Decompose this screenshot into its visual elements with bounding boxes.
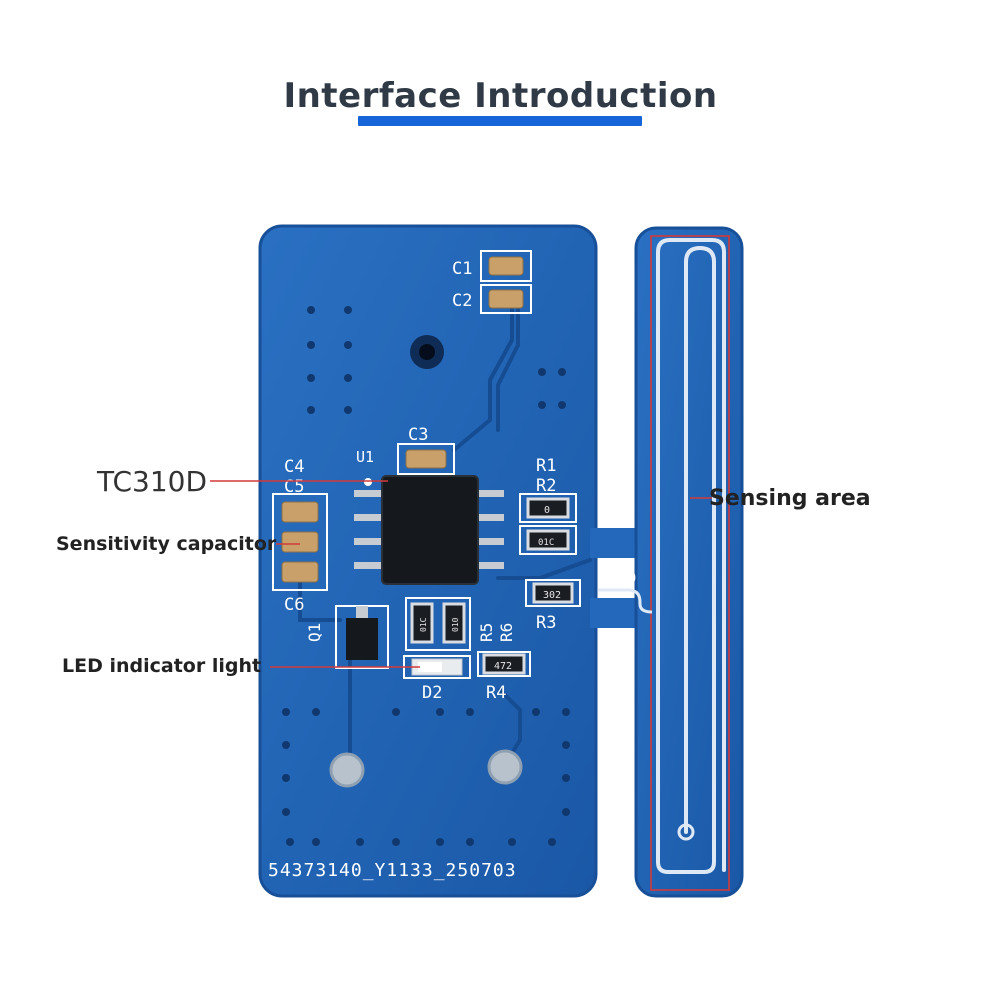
c6-capacitor	[281, 561, 319, 583]
callout-sensing-area: Sensing area	[709, 486, 871, 511]
u1-chip-body	[381, 475, 479, 585]
c2-outline	[480, 284, 532, 314]
r3-resistor	[532, 582, 574, 604]
silk-u1: U1	[356, 448, 374, 466]
title-underline	[358, 116, 642, 126]
sensing-area-outline	[650, 235, 730, 891]
callout-chip: TC310D	[97, 465, 208, 498]
r2-outline	[519, 525, 577, 555]
silk-r5: R5	[477, 623, 496, 642]
c3-outline	[397, 443, 455, 475]
sensing-electrode	[656, 238, 726, 874]
silk-r1: R1	[536, 456, 556, 476]
silk-r6: R6	[497, 623, 516, 642]
u1-pins-left	[354, 490, 384, 569]
pad-trace	[598, 588, 653, 614]
test-point-right	[487, 749, 523, 785]
r5-r6-outline	[405, 597, 471, 651]
c4-c6-outline	[272, 493, 328, 591]
silk-serial: 54373140_Y1133_250703	[268, 860, 517, 881]
silk-c5: C5	[284, 477, 304, 497]
r2-value: 01C	[538, 538, 554, 548]
u1-pins-right	[474, 490, 504, 569]
silk-c4: C4	[284, 457, 304, 477]
r4-outline	[477, 651, 531, 677]
mounting-hole-inner	[419, 344, 435, 360]
u1-pin1-dot	[364, 478, 372, 486]
silk-c6: C6	[284, 595, 304, 615]
sensing-pad-strip	[634, 226, 744, 898]
c3-capacitor	[405, 449, 447, 469]
silk-pad: PAD	[604, 568, 637, 589]
callout-led-indicator: LED indicator light	[62, 655, 262, 677]
silk-r3: R3	[536, 613, 556, 633]
callout-sensitivity-capacitor: Sensitivity capacitor	[56, 533, 277, 555]
r1-value: 0	[544, 505, 550, 516]
r3-outline	[525, 579, 581, 607]
r3-value: 302	[543, 590, 561, 601]
c4-capacitor	[281, 501, 319, 523]
vias-left	[282, 306, 570, 846]
r5-value: 01C	[419, 617, 428, 632]
c5-capacitor	[281, 531, 319, 553]
silk-c2: C2	[452, 291, 472, 311]
silk-q1: Q1	[305, 623, 324, 642]
silk-r2: R2	[536, 476, 556, 496]
silk-c1: C1	[452, 259, 472, 279]
silk-c3: C3	[408, 425, 428, 445]
c1-capacitor	[488, 256, 524, 276]
q1-transistor	[346, 618, 378, 660]
test-point-left	[329, 752, 365, 788]
silk-d2: D2	[422, 683, 442, 703]
c2-capacitor	[488, 289, 524, 309]
c1-outline	[480, 250, 532, 282]
r5-resistor	[410, 602, 434, 644]
r1-resistor	[526, 497, 570, 519]
r4-resistor	[482, 653, 526, 675]
r2-resistor	[526, 529, 570, 551]
q1-lead-top	[356, 606, 368, 618]
r6-value: 010	[451, 617, 460, 632]
sensing-electrode-end	[677, 823, 695, 841]
r1-outline	[519, 493, 577, 523]
d2-led-window	[418, 662, 442, 672]
r4-value: 472	[494, 661, 512, 672]
page-title: Interface Introduction	[283, 76, 718, 116]
r6-resistor	[442, 602, 466, 644]
silk-r4: R4	[486, 683, 506, 703]
